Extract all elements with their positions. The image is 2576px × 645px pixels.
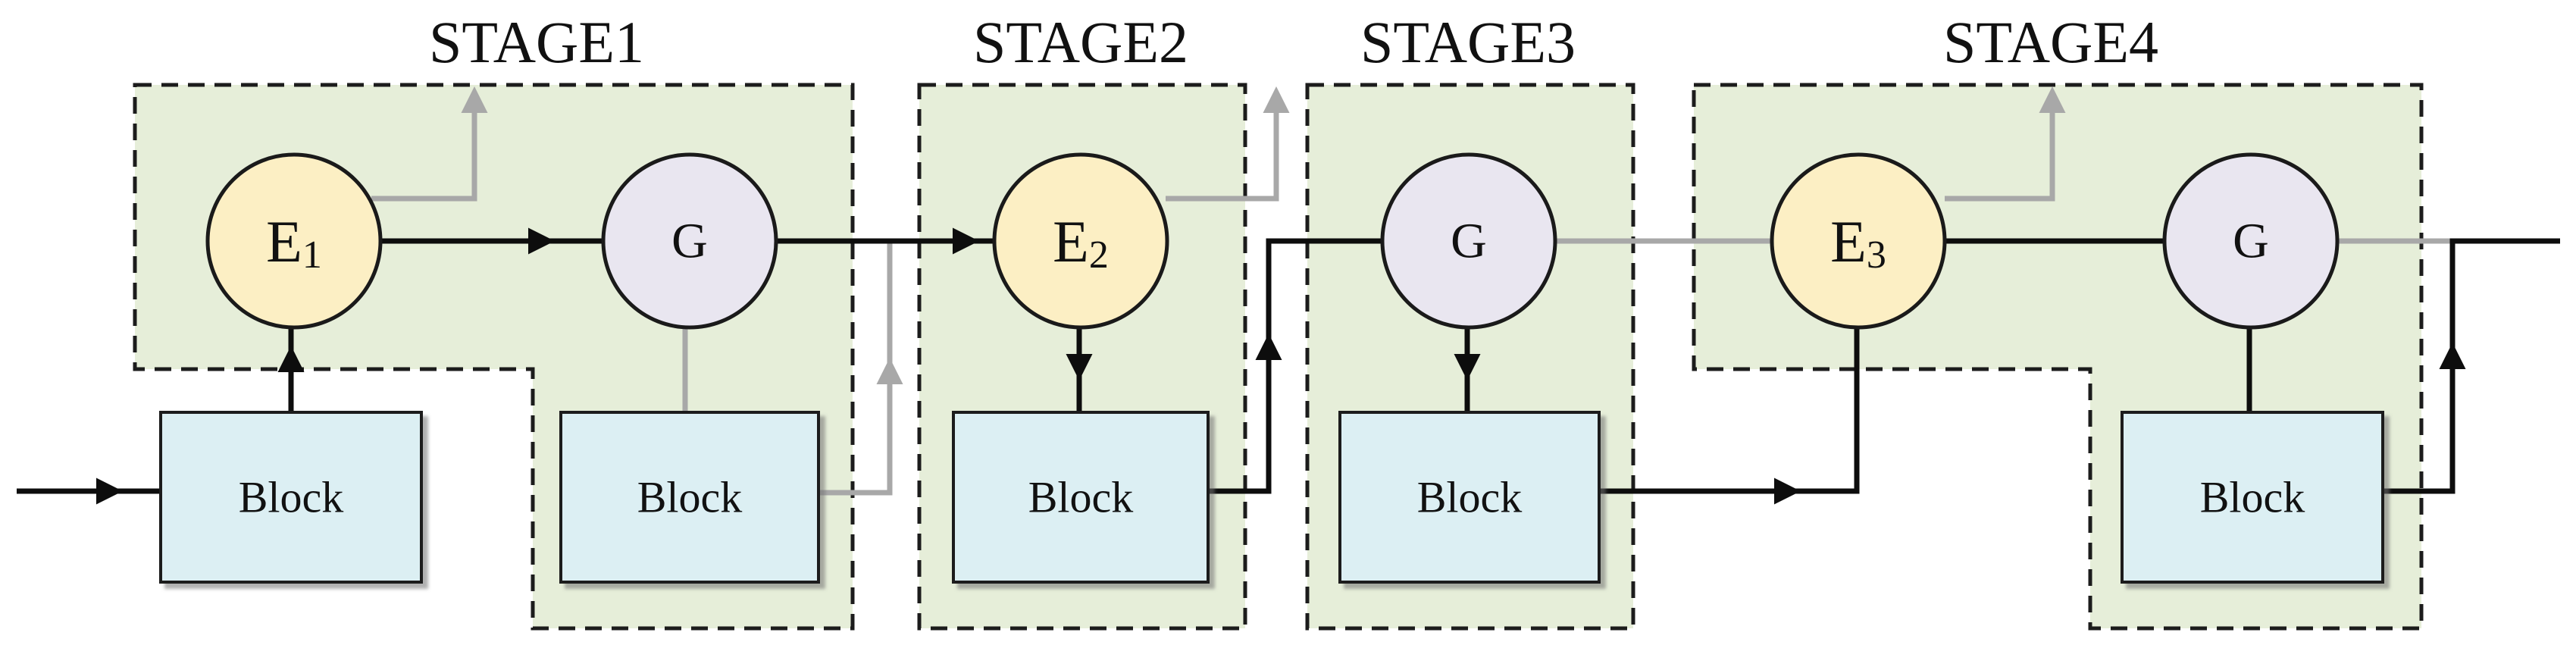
node-e3: E3 xyxy=(1770,152,1947,330)
block-3: Block xyxy=(952,411,1210,584)
node-g3: G xyxy=(2162,152,2340,330)
node-e2-label: E2 xyxy=(1053,208,1109,277)
block4-to-e3 xyxy=(1599,324,1860,494)
block2-to-main xyxy=(818,371,893,496)
block-2-label: Block xyxy=(637,473,743,522)
node-e1: E1 xyxy=(205,152,383,330)
e1-side-output xyxy=(371,86,488,202)
nodes: E1 G E2 G E3 G xyxy=(205,152,2340,330)
stage3-title: STAGE3 xyxy=(1360,9,1576,75)
block-4: Block xyxy=(1338,411,1601,584)
block-5-label: Block xyxy=(2200,473,2305,522)
blocks: Block Block Block Block Block xyxy=(159,411,2384,584)
node-g1-label: G xyxy=(671,214,708,269)
node-g2-label: G xyxy=(1451,214,1487,269)
node-e1-label: E1 xyxy=(266,208,322,277)
main-connections xyxy=(17,227,2560,505)
node-g1: G xyxy=(601,152,778,330)
stage2-title: STAGE2 xyxy=(973,9,1188,75)
block-3-label: Block xyxy=(1028,473,1134,522)
block-1-label: Block xyxy=(239,473,344,522)
node-e2: E2 xyxy=(992,152,1169,330)
side-connections xyxy=(371,86,2452,496)
block-4-label: Block xyxy=(1417,473,1523,522)
block-5: Block xyxy=(2121,411,2384,584)
node-g3-label: G xyxy=(2233,214,2269,269)
node-e3-label: E3 xyxy=(1830,208,1886,277)
block-1: Block xyxy=(159,411,423,584)
e2-side-output xyxy=(1166,86,1290,202)
e3-side-output xyxy=(1945,86,2066,202)
block-2: Block xyxy=(559,411,820,584)
stage1-title: STAGE1 xyxy=(429,9,644,75)
stage4-title: STAGE4 xyxy=(1943,9,2158,75)
node-g2: G xyxy=(1380,152,1557,330)
stage-titles: STAGE1 STAGE2 STAGE3 STAGE4 xyxy=(429,9,2158,75)
